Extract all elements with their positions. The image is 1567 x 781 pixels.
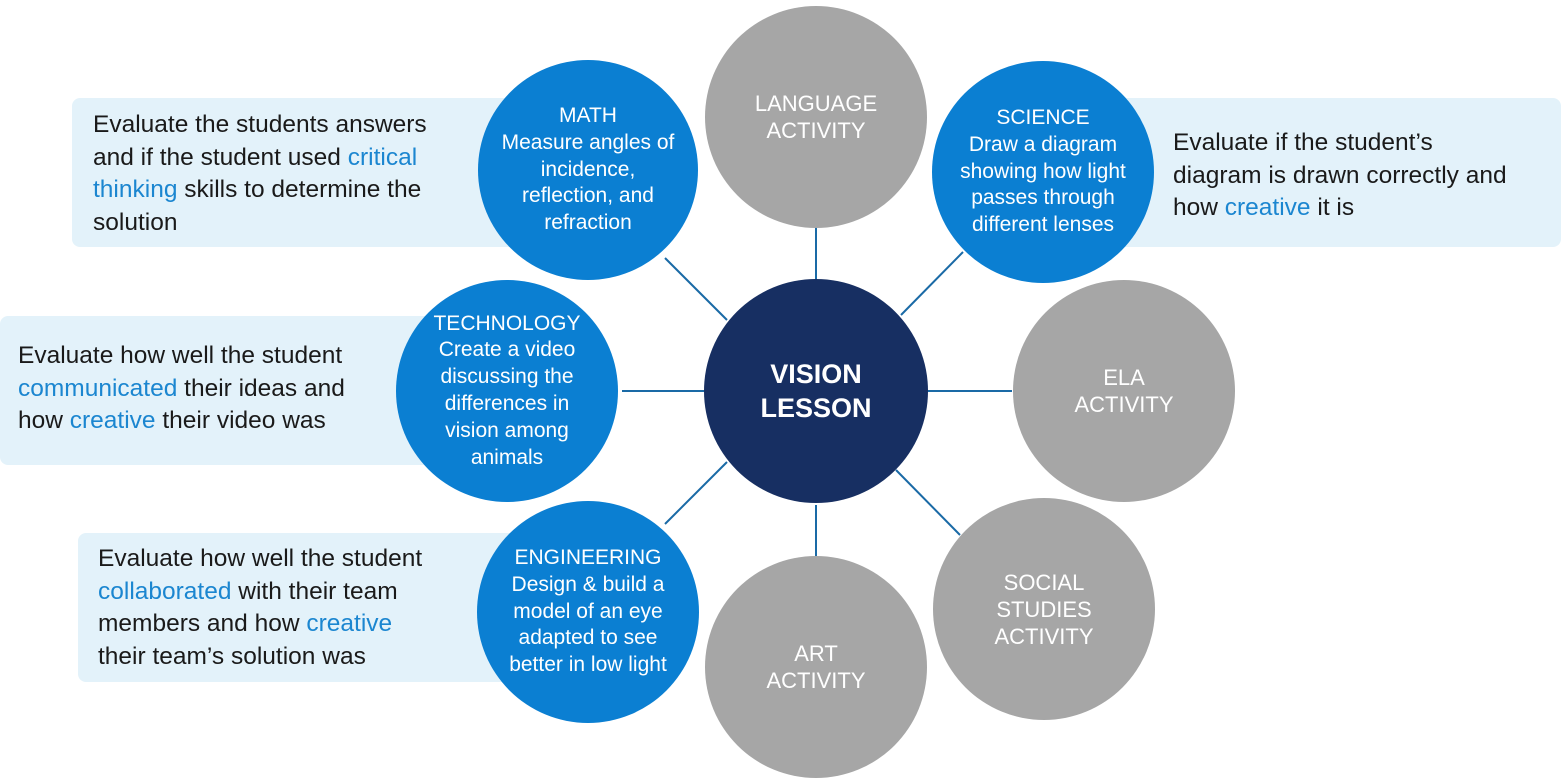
vision-lesson-center: VISION LESSON [704, 279, 928, 503]
connector-science [900, 251, 964, 316]
technology-circle: TECHNOLOGY Create a video discussing the… [396, 280, 618, 502]
engineering-circle: ENGINEERING Design & build a model of an… [477, 501, 699, 723]
center-title-line2: LESSON [760, 393, 872, 423]
note-math-line1: Evaluate the students answers [93, 111, 427, 138]
highlight-collaborated: collaborated [98, 577, 232, 605]
language-activity-circle: LANGUAGE ACTIVITY [705, 6, 927, 228]
highlight-creative: creative [69, 407, 156, 434]
note-math: Evaluate the students answers and if the… [72, 98, 542, 247]
connector-engineering [664, 461, 728, 525]
note-engineering: Evaluate how well the student collaborat… [78, 533, 538, 682]
center-title-line1: VISION [770, 359, 862, 389]
connector-math [664, 257, 728, 321]
highlight-creative: creative [306, 610, 393, 637]
art-activity-circle: ART ACTIVITY [705, 556, 927, 778]
highlight-communicated: communicated [18, 374, 178, 402]
technology-description: Create a video discussing the difference… [438, 338, 576, 469]
ela-activity-circle: ELA ACTIVITY [1013, 280, 1235, 502]
science-circle: SCIENCE Draw a diagram showing how light… [932, 61, 1154, 283]
connector-social-studies [895, 469, 961, 536]
highlight-critical: critical [347, 143, 418, 171]
math-description: Measure angles of incidence, reflection,… [501, 130, 675, 235]
social-studies-activity-circle: SOCIAL STUDIES ACTIVITY [933, 498, 1155, 720]
science-description: Draw a diagram showing how light passes … [960, 132, 1126, 237]
note-science: Evaluate if the student’s diagram is dra… [1100, 98, 1561, 247]
math-title: MATH [559, 104, 617, 127]
technology-title: TECHNOLOGY [433, 311, 581, 335]
highlight-thinking: thinking [93, 176, 178, 203]
highlight-creative: creative [1224, 194, 1311, 221]
engineering-description: Design & build a model of an eye adapted… [509, 572, 667, 677]
science-title: SCIENCE [996, 106, 1090, 129]
math-circle: MATH Measure angles of incidence, reflec… [478, 60, 698, 280]
engineering-title: ENGINEERING [514, 546, 662, 569]
note-technology: Evaluate how well the student communicat… [0, 316, 440, 465]
